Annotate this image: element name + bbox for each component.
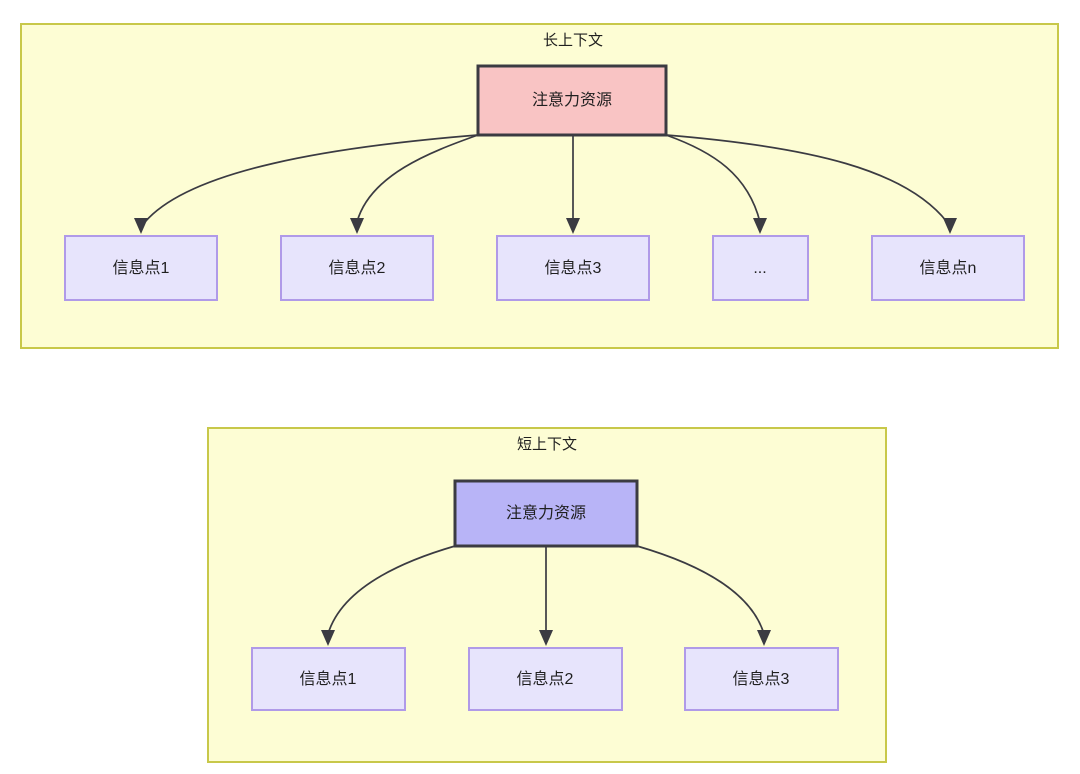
panel-short-context: 短上下文 注意力资源 (207, 427, 887, 763)
node-info-point-2-short[interactable]: 信息点2 (468, 647, 623, 711)
node-info-point-2-long-label: 信息点2 (329, 259, 386, 277)
arrowhead-icon (566, 218, 580, 234)
arrowhead-icon (943, 218, 957, 234)
node-info-point-2-short-box[interactable] (468, 647, 623, 711)
panel-short-context-frame (207, 427, 887, 763)
node-info-point-ellipsis-long-label: ... (753, 260, 766, 277)
arrowhead-icon (753, 218, 767, 234)
node-info-point-1-long[interactable]: 信息点1 (64, 235, 218, 301)
edge-attention-to-info-3-short (636, 545, 771, 646)
arrowhead-icon (350, 218, 364, 234)
edge-path (356, 134, 479, 223)
edge-attention-to-info-ellipsis (665, 134, 767, 234)
edge-attention-to-info-n (665, 134, 957, 234)
node-info-point-1-short[interactable]: 信息点1 (251, 647, 406, 711)
node-info-point-3-long-box[interactable] (496, 235, 650, 301)
edge-path (327, 545, 456, 635)
node-info-point-n-long-box[interactable] (871, 235, 1025, 301)
node-info-point-n-long-label: 信息点n (920, 259, 977, 277)
edge-attention-to-info-2-short (539, 546, 553, 646)
panel-long-context-title: 长上下文 (543, 32, 603, 49)
node-info-point-2-long[interactable]: 信息点2 (280, 235, 434, 301)
arrowhead-icon (134, 218, 148, 234)
arrowhead-icon (757, 630, 771, 646)
edge-group-short-context (321, 545, 771, 646)
node-info-point-3-long-label: 信息点3 (545, 259, 602, 277)
edge-attention-to-info-1-short (321, 545, 456, 646)
node-info-point-n-long[interactable]: 信息点n (871, 235, 1025, 301)
node-info-point-1-long-label: 信息点1 (113, 259, 170, 277)
edge-attention-to-info-3 (566, 135, 580, 234)
node-attention-resource-short[interactable]: 注意力资源 (453, 479, 639, 548)
node-attention-resource-long-box[interactable] (476, 64, 668, 137)
panel-long-context: 长上下文 (20, 23, 1059, 349)
node-info-point-3-long[interactable]: 信息点3 (496, 235, 650, 301)
edge-path (665, 134, 761, 223)
node-attention-resource-short-label: 注意力资源 (506, 503, 586, 522)
node-info-point-2-short-label: 信息点2 (517, 670, 574, 688)
node-info-point-3-short-label: 信息点3 (733, 670, 790, 688)
node-attention-resource-long[interactable]: 注意力资源 (476, 64, 668, 137)
node-info-point-ellipsis-long[interactable]: ... (712, 235, 809, 301)
node-attention-resource-long-label: 注意力资源 (532, 90, 612, 109)
edge-path (144, 134, 479, 223)
edge-attention-to-info-2 (350, 134, 479, 234)
node-info-point-ellipsis-long-box[interactable] (712, 235, 809, 301)
edge-attention-to-info-1 (134, 134, 479, 234)
edge-group-long-context (134, 134, 957, 234)
node-info-point-3-short-box[interactable] (684, 647, 839, 711)
node-info-point-1-long-box[interactable] (64, 235, 218, 301)
node-info-point-1-short-box[interactable] (251, 647, 406, 711)
panel-short-context-title: 短上下文 (517, 436, 577, 453)
node-info-point-2-long-box[interactable] (280, 235, 434, 301)
edge-path (665, 134, 948, 223)
arrowhead-icon (539, 630, 553, 646)
edge-path (636, 545, 765, 635)
node-info-point-1-short-label: 信息点1 (300, 670, 357, 688)
arrowhead-icon (321, 630, 335, 646)
node-attention-resource-short-box[interactable] (453, 479, 639, 548)
node-info-point-3-short[interactable]: 信息点3 (684, 647, 839, 711)
